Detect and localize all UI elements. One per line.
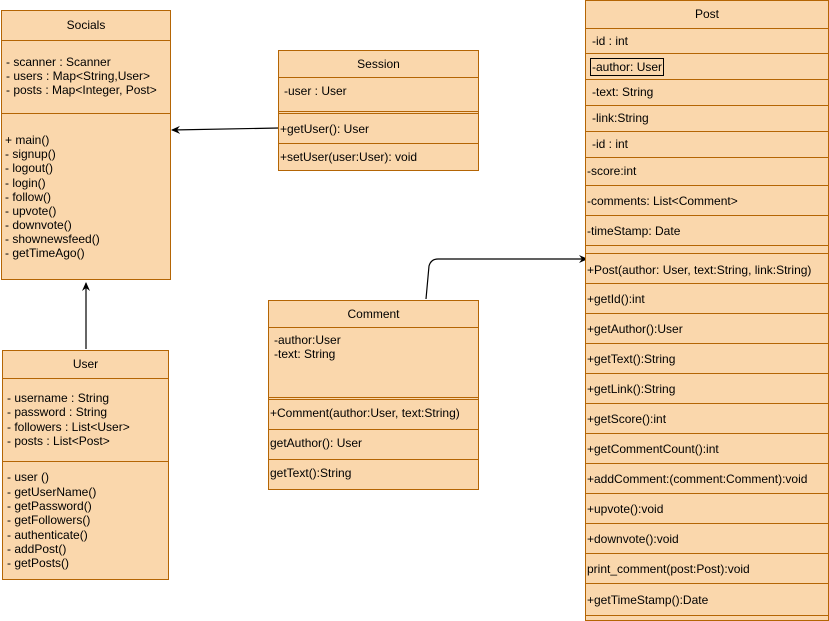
post-method-row: print_comment(post:Post):void bbox=[586, 554, 828, 584]
method: +upvote():void bbox=[587, 502, 664, 516]
post-attribute-row: -id : int bbox=[586, 132, 828, 158]
method: - getPosts() bbox=[7, 556, 70, 570]
post-method-row: +getTimeStamp():Date bbox=[586, 584, 828, 616]
post-method-row: +getId():int bbox=[586, 284, 828, 314]
attribute: - scanner : Scanner bbox=[6, 55, 111, 69]
method: +getCommentCount():int bbox=[587, 442, 719, 456]
class-user-title: User bbox=[3, 351, 168, 379]
post-attribute-row: -link:String bbox=[586, 106, 828, 132]
method: +getId():int bbox=[587, 292, 645, 306]
post-method-row: +getText():String bbox=[586, 344, 828, 374]
method: +Post(author: User, text:String, link:St… bbox=[587, 263, 812, 277]
class-socials-title: Socials bbox=[2, 11, 170, 41]
attribute: - followers : List<User> bbox=[7, 420, 130, 434]
attribute: -timeStamp: Date bbox=[587, 224, 681, 238]
attribute: -score:int bbox=[587, 164, 637, 178]
post-method-row: +addComment:(comment:Comment):void bbox=[586, 464, 828, 494]
class-session[interactable]: Session -user : User +getUser(): User +s… bbox=[278, 50, 479, 171]
class-comment-method-row: +Comment(author:User, text:String) bbox=[269, 400, 478, 430]
post-method-row: +getCommentCount():int bbox=[586, 434, 828, 464]
post-method-row: +downvote():void bbox=[586, 524, 828, 554]
attribute-selected[interactable]: -author: User bbox=[589, 58, 665, 76]
method: - downvote() bbox=[5, 218, 72, 232]
method: - addPost() bbox=[7, 542, 67, 556]
post-method-row: +Post(author: User, text:String, link:St… bbox=[586, 254, 828, 284]
post-section-divider bbox=[586, 246, 828, 254]
method: +downvote():void bbox=[587, 532, 679, 546]
attribute: -id : int bbox=[592, 34, 629, 48]
method: - getUserName() bbox=[7, 485, 97, 499]
post-attribute-row: -timeStamp: Date bbox=[586, 216, 828, 246]
attribute: -text: String bbox=[592, 85, 654, 99]
method: - upvote() bbox=[5, 204, 57, 218]
post-method-row: +upvote():void bbox=[586, 494, 828, 524]
attribute: -comments: List<Comment> bbox=[587, 194, 738, 208]
method: - getFollowers() bbox=[7, 513, 91, 527]
class-comment-method-row: getText():String bbox=[269, 460, 478, 490]
class-comment-method-row: getAuthor(): User bbox=[269, 430, 478, 460]
method: + main() bbox=[5, 133, 50, 147]
attribute: -link:String bbox=[592, 111, 649, 125]
class-user-attributes: - username : String - password : String … bbox=[3, 379, 168, 462]
method: +getUser(): User bbox=[280, 122, 370, 136]
post-attribute-row: -score:int bbox=[586, 158, 828, 186]
attribute: - users : Map<String,User> bbox=[6, 69, 151, 83]
class-socials-attributes: - scanner : Scanner - users : Map<String… bbox=[2, 41, 170, 114]
method: - login() bbox=[5, 176, 46, 190]
method: +setUser(user:User): void bbox=[280, 150, 418, 164]
post-method-row: +getScore():int bbox=[586, 404, 828, 434]
method: - getTimeAgo() bbox=[5, 246, 85, 260]
post-attribute-row: -author: User bbox=[586, 54, 828, 80]
attribute: -id : int bbox=[592, 137, 629, 151]
method: +addComment:(comment:Comment):void bbox=[587, 472, 808, 486]
class-post[interactable]: Post -id : int -author: User -text: Stri… bbox=[585, 0, 829, 621]
class-socials-methods: + main() - signup() - logout() - login()… bbox=[2, 115, 170, 279]
method: - shownewsfeed() bbox=[5, 232, 100, 246]
method: +Comment(author:User, text:String) bbox=[270, 406, 460, 420]
method: - getPassword() bbox=[7, 499, 92, 513]
attribute: - posts : List<Post> bbox=[7, 434, 110, 448]
method: getAuthor(): User bbox=[270, 436, 363, 450]
method: +getAuthor():User bbox=[587, 322, 683, 336]
class-session-title: Session bbox=[279, 51, 478, 78]
attribute: - username : String bbox=[7, 391, 110, 405]
post-attribute-row: -id : int bbox=[586, 28, 828, 54]
class-session-method-row: +setUser(user:User): void bbox=[279, 144, 478, 170]
attribute: -author:User bbox=[274, 333, 341, 347]
method: +getTimeStamp():Date bbox=[587, 593, 709, 607]
method: - logout() bbox=[5, 161, 54, 175]
class-session-method-row: +getUser(): User bbox=[279, 114, 478, 144]
attribute: - posts : Map<Integer, Post> bbox=[6, 83, 157, 97]
session-to-socials-arrow bbox=[171, 125, 280, 134]
class-comment-title: Comment bbox=[269, 301, 478, 328]
method: - user () bbox=[7, 470, 49, 484]
class-session-attributes: -user : User bbox=[279, 78, 478, 114]
method: print_comment(post:Post):void bbox=[587, 562, 750, 576]
post-attribute-row: -text: String bbox=[586, 80, 828, 106]
class-socials[interactable]: Socials - scanner : Scanner - users : Ma… bbox=[1, 10, 171, 280]
post-method-row: +getLink():String bbox=[586, 374, 828, 404]
post-method-row: +getAuthor():User bbox=[586, 314, 828, 344]
method: - signup() bbox=[5, 147, 56, 161]
class-post-title: Post bbox=[586, 1, 828, 29]
method: +getText():String bbox=[587, 352, 676, 366]
class-user-methods: - user () - getUserName() - getPassword(… bbox=[3, 463, 168, 579]
method: getText():String bbox=[270, 466, 352, 480]
attribute: -text: String bbox=[274, 347, 336, 361]
class-comment-attributes: -author:User -text: String bbox=[269, 328, 478, 400]
class-comment[interactable]: Comment -author:User -text: String +Comm… bbox=[268, 300, 479, 490]
method: +getLink():String bbox=[587, 382, 676, 396]
method: +getScore():int bbox=[587, 412, 667, 426]
post-attribute-row: -comments: List<Comment> bbox=[586, 186, 828, 216]
method: - follow() bbox=[5, 190, 52, 204]
class-user[interactable]: User - username : String - password : St… bbox=[2, 350, 169, 580]
method: - authenticate() bbox=[7, 528, 88, 542]
comment-to-post-arrow bbox=[425, 255, 588, 300]
attribute: - password : String bbox=[7, 405, 108, 419]
attribute: -user : User bbox=[284, 84, 347, 98]
